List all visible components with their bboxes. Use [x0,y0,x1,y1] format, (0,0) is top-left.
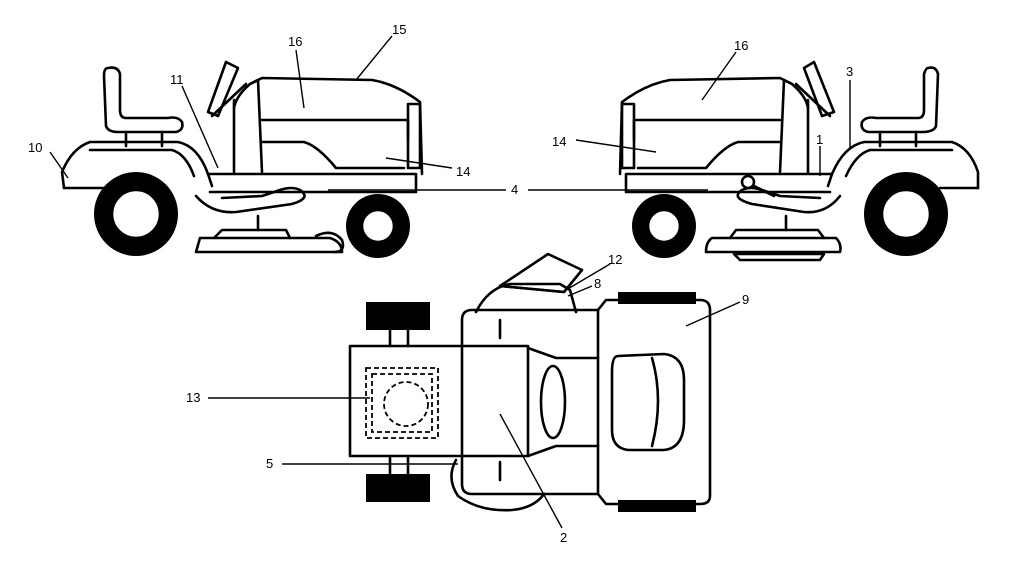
callout-14-right: 14 [552,134,566,149]
callout-10: 10 [28,140,42,155]
callout-2: 2 [560,530,567,545]
callout-16-right: 16 [734,38,748,53]
callout-1: 1 [816,132,823,147]
callout-11: 11 [170,72,184,87]
callout-4: 4 [511,182,518,197]
callout-8: 8 [594,276,601,291]
callout-14-left: 14 [456,164,470,179]
callout-9: 9 [742,292,749,307]
tractor-left-side-view [60,60,424,258]
callout-13: 13 [186,390,200,405]
callout-15: 15 [392,22,406,37]
leader-lines [49,35,851,529]
tractor-top-view [348,252,712,512]
callout-labels: 10 11 16 15 14 4 16 3 14 1 12 8 9 13 5 2 [28,22,853,545]
callout-12: 12 [608,252,622,267]
callout-3: 3 [846,64,853,79]
callout-5: 5 [266,456,273,471]
callout-16-left: 16 [288,34,302,49]
tractor-right-side-view [618,60,980,262]
